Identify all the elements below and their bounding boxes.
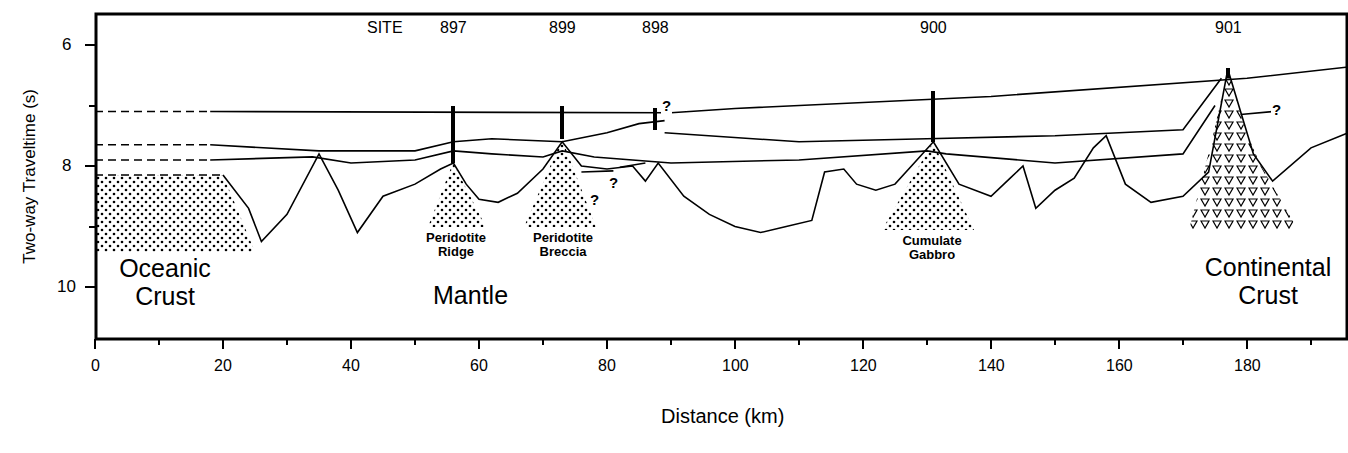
tick-label: 100 [722, 357, 749, 375]
tick-label: 60 [470, 357, 488, 375]
tick-label: 20 [214, 357, 232, 375]
axis-title: Distance (km) [661, 405, 784, 427]
region-label: Oceanic Crust [90, 255, 240, 310]
query-mark: ? [589, 192, 600, 209]
query-mark: ? [1271, 102, 1282, 119]
reflectors [95, 66, 1348, 241]
tick-label: 180 [1234, 357, 1261, 375]
peridotite-ridge-body [428, 163, 486, 227]
lithology-label: Cumulate Gabbro [890, 234, 974, 263]
tick-label: 6 [62, 36, 71, 55]
drill-holes [453, 68, 1228, 163]
site-number: 899 [549, 19, 576, 37]
label-text: Peridotite Breccia [521, 231, 605, 260]
site-number: 901 [1215, 19, 1242, 37]
continental-crust-body [1189, 69, 1298, 230]
tick-label: 80 [598, 357, 616, 375]
region-label: Mantle [433, 282, 508, 310]
site-heading: SITE [367, 19, 403, 37]
plot-frame [96, 14, 1347, 339]
site-number: 898 [642, 19, 669, 37]
site-number: 897 [440, 19, 467, 37]
label-text: Cumulate Gabbro [890, 234, 974, 263]
label-text: Oceanic Crust [90, 255, 240, 310]
tick-label: 0 [91, 357, 100, 375]
label-text: Continental Crust [1178, 254, 1348, 309]
lithology-label: Peridotite Breccia [521, 231, 605, 260]
tick-label: 140 [978, 357, 1005, 375]
region-label: Continental Crust [1178, 254, 1348, 309]
lithology-label: Peridotite Ridge [416, 231, 496, 260]
tick-label: 160 [1106, 357, 1133, 375]
tick-label: 8 [62, 157, 71, 176]
label-text: Peridotite Ridge [416, 231, 496, 260]
tick-label: 10 [57, 278, 76, 297]
query-mark: ? [608, 175, 619, 192]
query-mark: ? [661, 98, 672, 115]
axis-ticks [85, 45, 1311, 349]
tick-label: 120 [850, 357, 877, 375]
axis-title: Two-way Traveltime (s) [21, 89, 40, 264]
site-number: 900 [920, 19, 947, 37]
tick-label: 40 [342, 357, 360, 375]
